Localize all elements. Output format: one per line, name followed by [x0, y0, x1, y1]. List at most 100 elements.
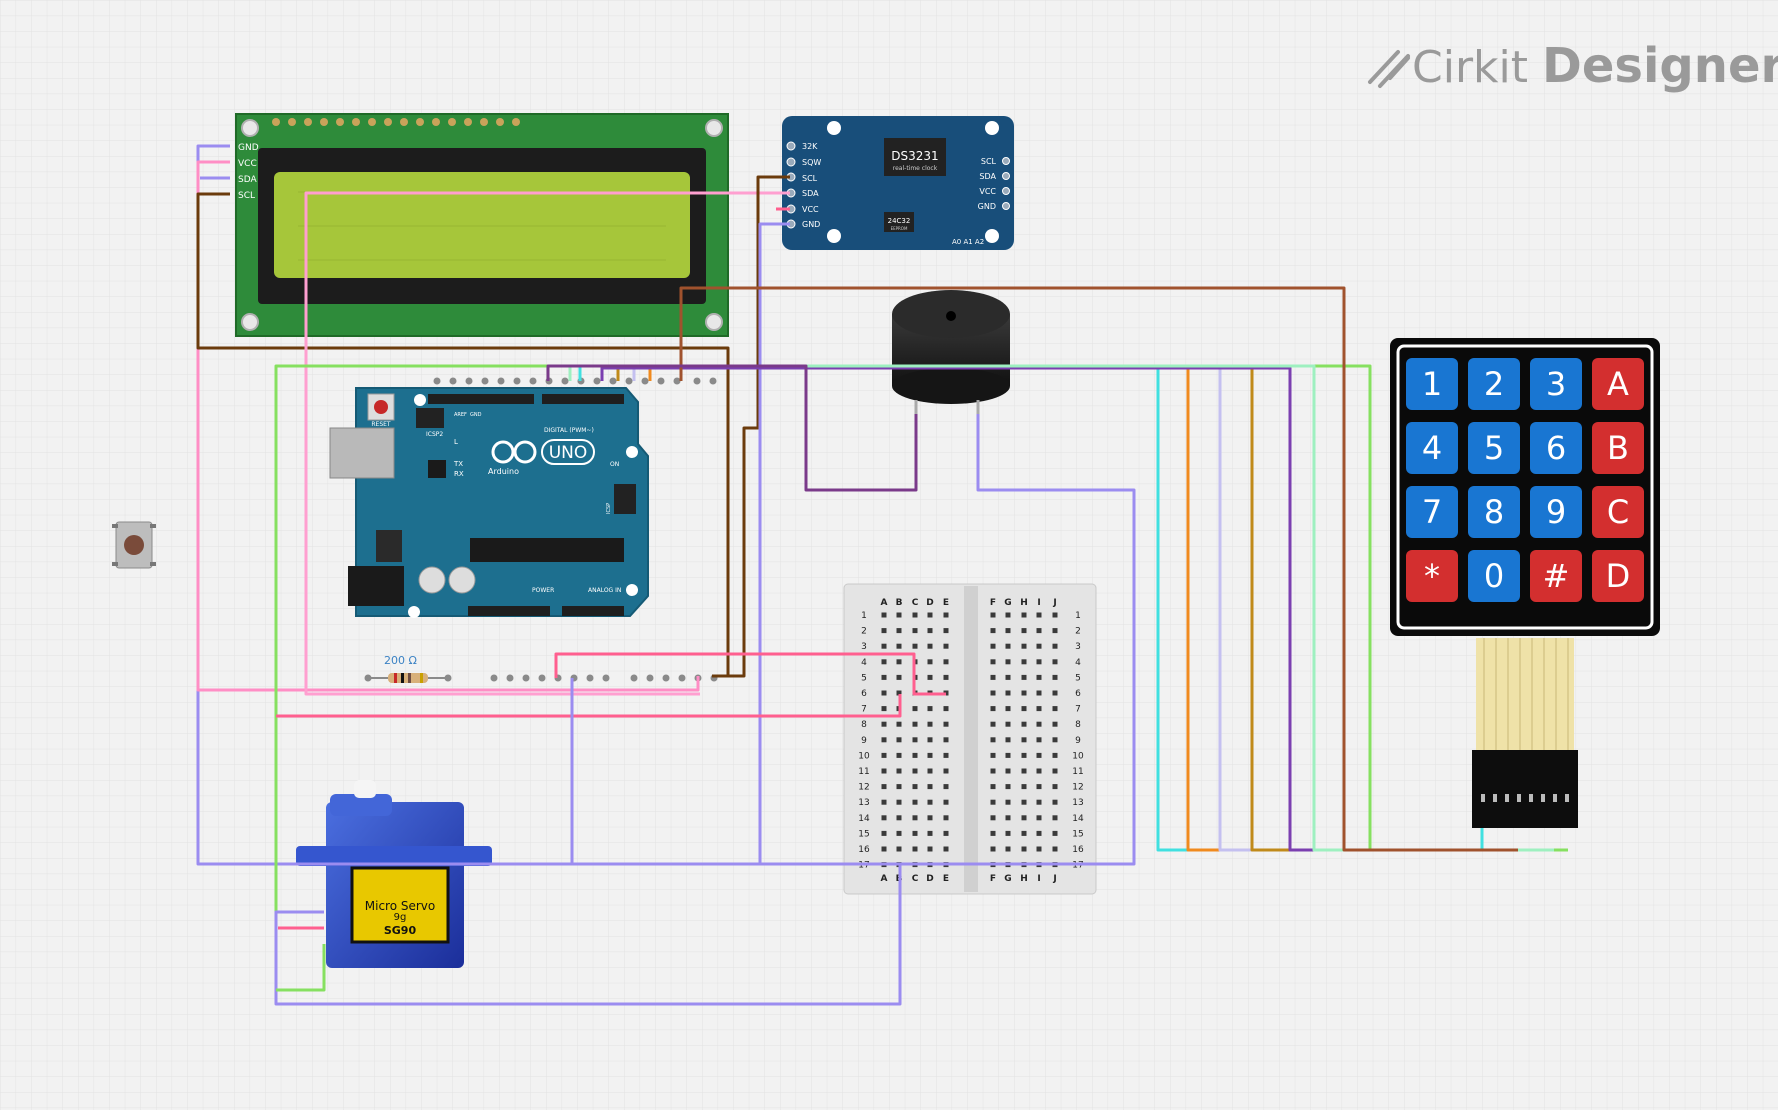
breadboard-hole[interactable]	[943, 752, 949, 758]
breadboard-hole[interactable]	[1036, 737, 1042, 743]
breadboard-hole[interactable]	[912, 784, 918, 790]
breadboard-hole[interactable]	[1005, 784, 1011, 790]
breadboard-hole[interactable]	[943, 721, 949, 727]
wire-lcd-gnd[interactable]	[196, 144, 1136, 866]
breadboard-hole[interactable]	[943, 799, 949, 805]
breadboard-hole[interactable]	[1005, 721, 1011, 727]
breadboard-hole[interactable]	[1052, 784, 1058, 790]
arduino-uno[interactable]: RESET ICSP2 DIGITAL (PWM~) AREF GND L TX…	[329, 387, 649, 618]
breadboard-hole[interactable]	[1052, 846, 1058, 852]
rtc-module[interactable]: DS3231 real-time clock 24C32 EEPROM 32K …	[782, 116, 1014, 250]
breadboard-hole[interactable]	[912, 643, 918, 649]
breadboard-hole[interactable]	[927, 721, 933, 727]
breadboard-hole[interactable]	[1036, 799, 1042, 805]
lcd-module[interactable]: GND VCC SDA SCL	[235, 113, 729, 337]
wire-purple-buzzer[interactable]	[546, 364, 918, 492]
breadboard-hole[interactable]	[943, 830, 949, 836]
breadboard-hole[interactable]	[1052, 768, 1058, 774]
wire-lavender-bb[interactable]	[570, 678, 946, 866]
breadboard-hole[interactable]	[1021, 706, 1027, 712]
breadboard-hole[interactable]	[1021, 690, 1027, 696]
breadboard-hole[interactable]	[881, 815, 887, 821]
breadboard-hole[interactable]	[896, 659, 902, 665]
breadboard-hole[interactable]	[1021, 643, 1027, 649]
breadboard-hole[interactable]	[881, 612, 887, 618]
breadboard-hole[interactable]	[1036, 674, 1042, 680]
breadboard-hole[interactable]	[1021, 799, 1027, 805]
wire-red-brown-long[interactable]	[679, 286, 1518, 852]
wire-rtc-sda[interactable]	[304, 191, 790, 696]
breadboard-hole[interactable]	[1052, 737, 1058, 743]
wire-servo-gnd[interactable]	[274, 864, 902, 1006]
breadboard-hole[interactable]	[927, 643, 933, 649]
breadboard-hole[interactable]	[943, 815, 949, 821]
breadboard-hole[interactable]	[927, 612, 933, 618]
breadboard-hole[interactable]	[1021, 628, 1027, 634]
breadboard-hole[interactable]	[881, 752, 887, 758]
breadboard-hole[interactable]	[912, 706, 918, 712]
breadboard-hole[interactable]	[912, 799, 918, 805]
breadboard-hole[interactable]	[881, 643, 887, 649]
breadboard-hole[interactable]	[927, 784, 933, 790]
breadboard-hole[interactable]	[1005, 737, 1011, 743]
breadboard-hole[interactable]	[1052, 799, 1058, 805]
breadboard-hole[interactable]	[1005, 768, 1011, 774]
breadboard-hole[interactable]	[943, 674, 949, 680]
breadboard-hole[interactable]	[1052, 830, 1058, 836]
breadboard-hole[interactable]	[943, 846, 949, 852]
breadboard-hole[interactable]	[927, 737, 933, 743]
breadboard-hole[interactable]	[1052, 752, 1058, 758]
breadboard-hole[interactable]	[990, 690, 996, 696]
breadboard-hole[interactable]	[927, 706, 933, 712]
breadboard-hole[interactable]	[1005, 674, 1011, 680]
breadboard-hole[interactable]	[1005, 752, 1011, 758]
breadboard-hole[interactable]	[896, 768, 902, 774]
breadboard-hole[interactable]	[1005, 690, 1011, 696]
breadboard-hole[interactable]	[881, 830, 887, 836]
breadboard-hole[interactable]	[1005, 643, 1011, 649]
breadboard-hole[interactable]	[990, 799, 996, 805]
servo-sg90[interactable]: Micro Servo 9g SG90	[296, 780, 492, 968]
wires[interactable]	[196, 144, 1568, 1006]
breadboard-hole[interactable]	[1036, 690, 1042, 696]
breadboard-hole[interactable]	[927, 628, 933, 634]
breadboard-hole[interactable]	[1036, 815, 1042, 821]
breadboard-hole[interactable]	[896, 737, 902, 743]
breadboard-hole[interactable]	[1052, 628, 1058, 634]
breadboard-hole[interactable]	[943, 737, 949, 743]
breadboard-hole[interactable]	[1021, 768, 1027, 774]
breadboard-hole[interactable]	[912, 768, 918, 774]
breadboard-hole[interactable]	[1021, 752, 1027, 758]
wire-pink-bb-2[interactable]	[276, 694, 902, 718]
push-button[interactable]	[112, 521, 156, 569]
breadboard-hole[interactable]	[990, 846, 996, 852]
breadboard-hole[interactable]	[1005, 799, 1011, 805]
keypad-key-0[interactable]: 0	[1468, 550, 1520, 602]
keypad-key-d[interactable]: D	[1592, 550, 1644, 602]
wire-lcd-vcc[interactable]	[196, 160, 700, 692]
breadboard-hole[interactable]	[1021, 830, 1027, 836]
keypad-key-b[interactable]: B	[1592, 422, 1644, 474]
breadboard-hole[interactable]	[1052, 815, 1058, 821]
breadboard-hole[interactable]	[1021, 612, 1027, 618]
breadboard-hole[interactable]	[1052, 674, 1058, 680]
breadboard-hole[interactable]	[1036, 721, 1042, 727]
breadboard-hole[interactable]	[943, 628, 949, 634]
breadboard-hole[interactable]	[1005, 830, 1011, 836]
breadboard-hole[interactable]	[912, 815, 918, 821]
breadboard-hole[interactable]	[1036, 659, 1042, 665]
wire-rtc-gnd[interactable]	[758, 222, 790, 864]
keypad-key-hash[interactable]: #	[1530, 550, 1582, 602]
breadboard-hole[interactable]	[1036, 643, 1042, 649]
wire-rtc-scl[interactable]	[712, 175, 790, 678]
breadboard-hole[interactable]	[1021, 737, 1027, 743]
breadboard-hole[interactable]	[927, 815, 933, 821]
breadboard-hole[interactable]	[1036, 706, 1042, 712]
breadboard-hole[interactable]	[1005, 659, 1011, 665]
keypad-key-4[interactable]: 4	[1406, 422, 1458, 474]
breadboard-hole[interactable]	[990, 752, 996, 758]
breadboard-hole[interactable]	[1005, 612, 1011, 618]
breadboard-hole[interactable]	[1052, 643, 1058, 649]
breadboard-hole[interactable]	[1052, 706, 1058, 712]
